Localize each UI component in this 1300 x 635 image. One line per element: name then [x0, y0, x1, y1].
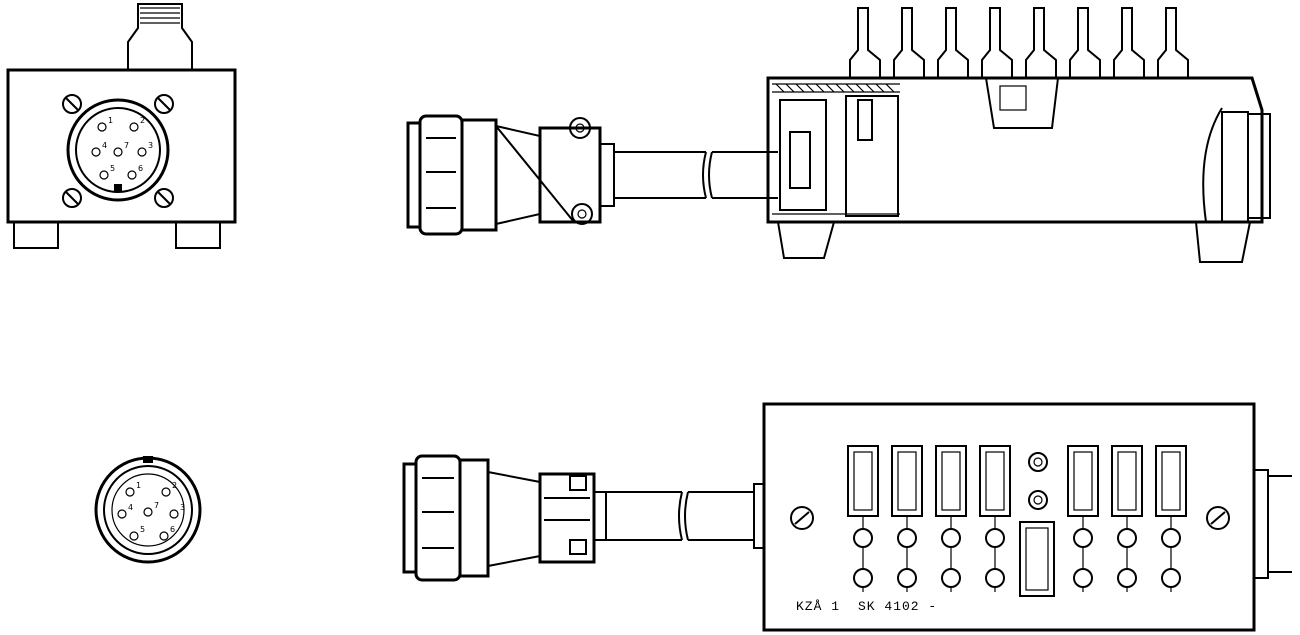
cable-bottom: [606, 483, 765, 549]
pin-label: 6: [170, 525, 175, 534]
pin-label: 7: [124, 141, 129, 150]
connector-face-round: [94, 456, 202, 564]
plug-assembly-bottom: [402, 454, 607, 582]
connector-face: [66, 98, 170, 202]
pin-label: 5: [140, 525, 145, 534]
pin-label: 4: [128, 503, 133, 512]
part-number-label: SK 4102 -: [858, 599, 937, 614]
screw-icon: [1206, 506, 1230, 530]
pin-label: 7: [154, 501, 159, 510]
fuse-holder-top-row: [849, 7, 1189, 79]
pin-label: 1: [108, 116, 113, 125]
pin-label: 2: [172, 481, 177, 490]
pin-label: 6: [138, 164, 143, 173]
pin-label: 2: [140, 116, 145, 125]
pin-label: 1: [136, 481, 141, 490]
front-panel: KZÅ 1 SK 4102 -: [762, 402, 1292, 632]
pin-label: 4: [102, 141, 107, 150]
cable-top: [614, 151, 778, 199]
screw-icon: [62, 94, 174, 208]
pin-label: 3: [180, 503, 185, 512]
terminal-studs: [853, 516, 1181, 592]
housing-cutaway: [766, 7, 1271, 263]
box-end-view: [6, 3, 237, 249]
plug-assembly-top: [406, 114, 615, 236]
pin-label: 3: [148, 141, 153, 150]
screw-icon: [790, 506, 814, 530]
pin-label: 5: [110, 164, 115, 173]
model-code-label: KZÅ 1: [796, 599, 840, 614]
